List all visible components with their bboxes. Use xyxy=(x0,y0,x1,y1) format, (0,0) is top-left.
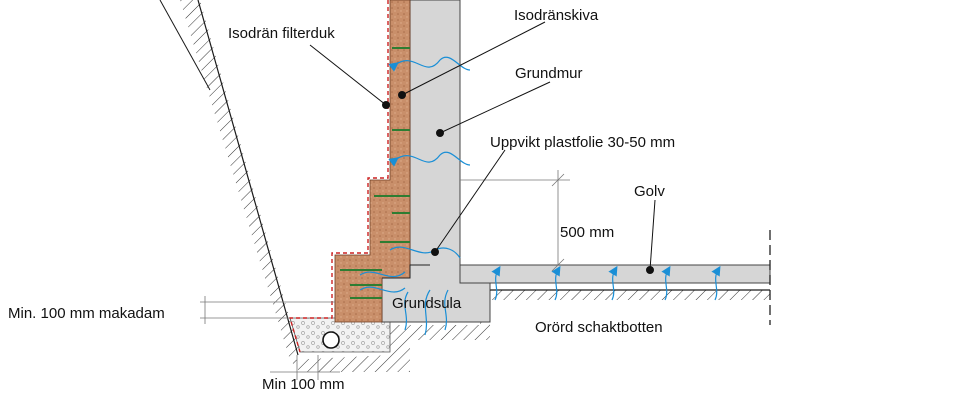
label-min-makadam: Min. 100 mm makadam xyxy=(8,305,165,322)
floor-slab xyxy=(459,264,771,284)
excavation-slope xyxy=(159,0,300,360)
anchors xyxy=(340,47,410,299)
dimension-500 xyxy=(460,170,570,272)
label-orord-schaktbotten: Orörd schaktbotten xyxy=(535,319,663,336)
label-golv: Golv xyxy=(634,183,665,200)
label-uppvikt-plastfolie: Uppvikt plastfolie 30-50 mm xyxy=(490,134,675,151)
label-grundmur: Grundmur xyxy=(515,65,583,82)
label-grundsula: Grundsula xyxy=(392,295,462,312)
dimension-makadam xyxy=(200,296,335,324)
filter-cloth xyxy=(289,0,389,353)
drain-pipe xyxy=(322,331,340,349)
ground-hatching xyxy=(290,289,770,372)
leader-lines xyxy=(309,21,656,274)
label-min100: Min 100 mm xyxy=(262,376,345,393)
label-isodran-filterduk: Isodrän filterduk xyxy=(228,25,335,42)
label-500mm: 500 mm xyxy=(560,224,614,241)
dimension-min100 xyxy=(270,355,340,380)
label-isodranskiva: Isodränskiva xyxy=(514,7,599,24)
plastic-foil xyxy=(382,264,430,279)
